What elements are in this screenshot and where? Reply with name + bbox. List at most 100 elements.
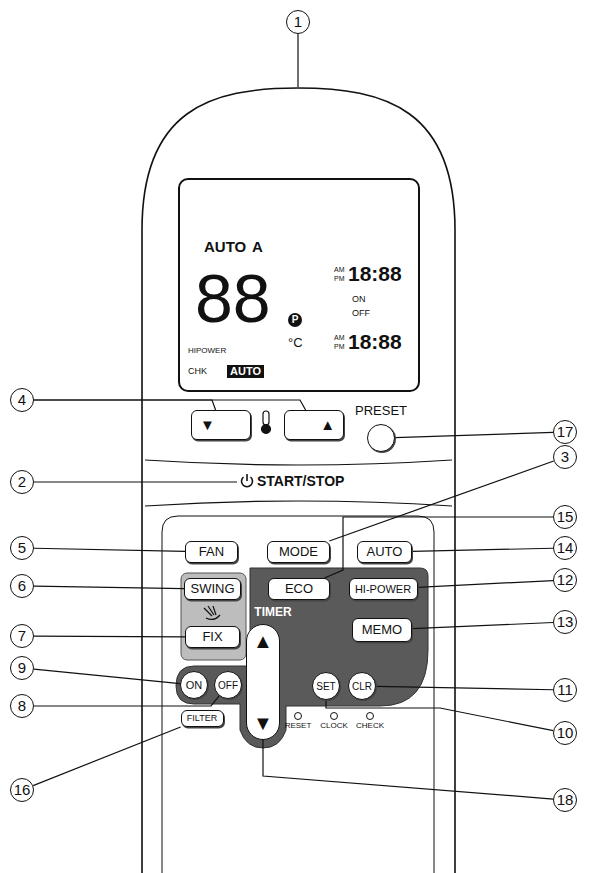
callout-number: 13 [557, 614, 574, 631]
preset-button: PRESET [367, 424, 395, 452]
temp-up-button: ▲ [284, 410, 344, 440]
callout-number: 11 [553, 678, 577, 702]
button-label: ▲ [253, 630, 273, 652]
timer-label: TIMER [254, 606, 291, 619]
button-label: FIX [202, 630, 222, 644]
leader-line [34, 586, 184, 588]
callout-number: 5 [18, 540, 26, 557]
callout-number: 6 [18, 578, 26, 595]
lcd-text: CHK [188, 367, 207, 376]
lcd-text: 18:88 [348, 331, 402, 352]
callout-number: 10 [557, 725, 574, 742]
button-label: AUTO [367, 545, 403, 559]
lcd-text: A [252, 239, 263, 254]
leader-line [395, 432, 553, 437]
leader-line [34, 400, 216, 410]
hole-label: CHECK [356, 722, 384, 731]
temp-down-button: ▼ [191, 410, 251, 440]
lcd-display: AUTOA88P°CHIPOWERAMPM18:88ONOFFAMPM18:88… [178, 178, 420, 392]
callout-number: 17 [553, 420, 577, 444]
callout-number: 18 [557, 792, 574, 809]
callout-number: 11 [557, 682, 573, 699]
hole-label: RESET [285, 722, 312, 731]
remote-housing [142, 88, 455, 873]
callout-number: 1 [286, 10, 310, 34]
remote-housing [142, 88, 455, 873]
callout-number: 7 [10, 624, 34, 648]
lcd-text: ON [352, 295, 366, 304]
reset-holes [367, 713, 374, 720]
callout-number: 10 [553, 721, 577, 745]
timer-off-button: OFF [214, 671, 242, 699]
remote-housing [145, 501, 452, 506]
auto-button: AUTO [357, 541, 412, 563]
callout-number: 4 [10, 388, 34, 412]
button-label: FAN [199, 545, 224, 559]
leader-line [297, 34, 298, 87]
callout-number: 1 [294, 14, 302, 31]
lcd-text: AUTO [204, 239, 246, 254]
callout-number: 18 [553, 788, 577, 812]
callout-number: 14 [557, 540, 574, 557]
callout-number: 12 [553, 568, 577, 592]
lcd-text: PM [334, 275, 345, 282]
fix-button: FIX [185, 626, 240, 648]
button-label: ECO [285, 582, 313, 596]
callout-number: 3 [561, 449, 569, 466]
button-label: ▼ [253, 712, 273, 734]
leader-line [324, 517, 553, 578]
callout-number: 6 [10, 574, 34, 598]
callout-number: 13 [553, 610, 577, 634]
lcd-text: HIPOWER [188, 347, 226, 355]
leader-line [34, 481, 237, 482]
thermometer-icon [262, 411, 271, 434]
button-label: CLR [352, 681, 372, 692]
swing-icon [204, 606, 220, 619]
leader-line [326, 700, 553, 731]
leader-line [34, 400, 306, 410]
lcd-text: P [288, 313, 302, 327]
callout-number: 16 [14, 782, 31, 799]
callout-number: 5 [10, 536, 34, 560]
timer-panel [176, 568, 428, 748]
lcd-text: PM [334, 343, 345, 350]
callout-number: 9 [18, 660, 26, 677]
leader-line [376, 686, 553, 689]
button-label: MODE [279, 545, 318, 559]
callout-number: 3 [553, 445, 577, 469]
lcd-text: 88 [195, 264, 271, 332]
reset-holes [295, 713, 302, 720]
callout-number: 9 [10, 656, 34, 680]
hi-power-button: HI-POWER [349, 578, 418, 600]
leader-line [33, 727, 180, 786]
lcd-text: AUTO [227, 365, 264, 378]
leader-line [34, 548, 185, 551]
callout-number: 2 [10, 470, 34, 494]
button-label: ON [186, 679, 203, 691]
timer-rocker-button: ▲▼ [246, 624, 280, 740]
swing-icon [204, 606, 220, 619]
callout-number: 17 [557, 424, 574, 441]
callout-number: 8 [10, 694, 34, 718]
swing-panel [181, 573, 246, 660]
leader-line [34, 635, 185, 637]
thermometer-icon [263, 411, 269, 425]
timer-on-button: ON [180, 671, 208, 699]
fan-button: FAN [185, 541, 238, 563]
leader-line [418, 581, 554, 588]
button-label: SWING [190, 582, 234, 596]
callout-number: 7 [18, 628, 26, 645]
leader-line [263, 740, 553, 799]
power-icon [246, 474, 248, 481]
reset-holes [331, 713, 338, 720]
start-stop-button: START/STOP [237, 472, 377, 492]
lcd-text: OFF [352, 309, 370, 318]
swing-button: SWING [184, 578, 241, 600]
leader-line [297, 34, 298, 87]
button-label: OFF [218, 680, 238, 691]
leader-line [412, 548, 553, 551]
memo-button: MEMO [352, 618, 412, 642]
lcd-text: 18:88 [348, 263, 402, 284]
button-label: ▼ [200, 417, 215, 434]
